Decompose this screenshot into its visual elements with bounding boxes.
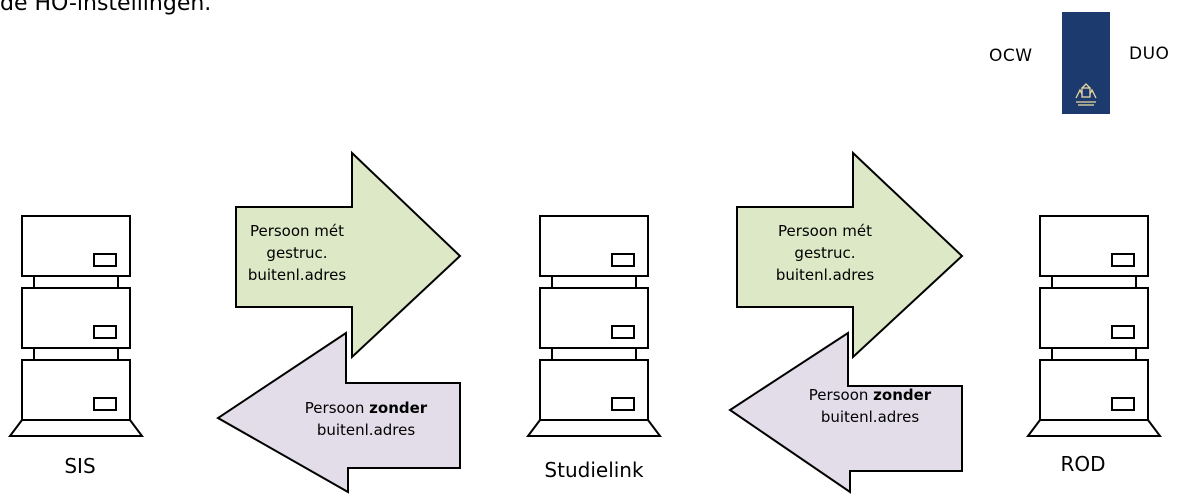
sis-server-icon [10,216,142,436]
coat-of-arms-icon [1075,83,1097,106]
rijksoverheid-logo-bar [1062,12,1110,114]
arrow-left-1-text: Persoon zonder buitenl.adres [276,397,456,441]
arrow-right-2 [736,150,964,360]
logo-duo-text: DUO [1129,44,1170,64]
arrow-right-1 [235,150,462,360]
arrow-left-2 [728,331,963,494]
arrow-right-1-line1: Persoon mét [249,222,345,240]
arrow-right-2-line2: gestruc. [794,244,856,262]
arrow-right-1-text: Persoon mét gestruc. buitenl.adres [207,220,387,286]
arrow-left-2-text: Persoon zonder buitenl.adres [780,384,960,428]
intro-text: de HO-instellingen. [0,0,212,16]
arrow-left-2-bold: zonder [873,386,932,404]
rod-server-icon [1028,216,1160,436]
arrow-right-2-text: Persoon mét gestruc. buitenl.adres [735,220,915,286]
arrow-left-2-prefix: Persoon [808,386,874,404]
studielink-server-icon [528,216,660,436]
arrow-left-1-prefix: Persoon [304,399,370,417]
rod-label: ROD [1060,452,1106,476]
arrow-right-2-line3: buitenl.adres [775,266,875,284]
arrow-left-1-line2: buitenl.adres [316,421,416,439]
arrow-left-1 [216,331,461,494]
arrow-left-1-bold: zonder [369,399,428,417]
arrow-right-1-line2: gestruc. [266,244,328,262]
arrow-right-2-line1: Persoon mét [777,222,873,240]
logo-ocw-text: OCW [989,46,1033,66]
sis-label: SIS [64,454,96,478]
arrow-right-1-line3: buitenl.adres [247,266,347,284]
studielink-label: Studielink [544,458,644,482]
arrow-left-2-line2: buitenl.adres [820,408,920,426]
